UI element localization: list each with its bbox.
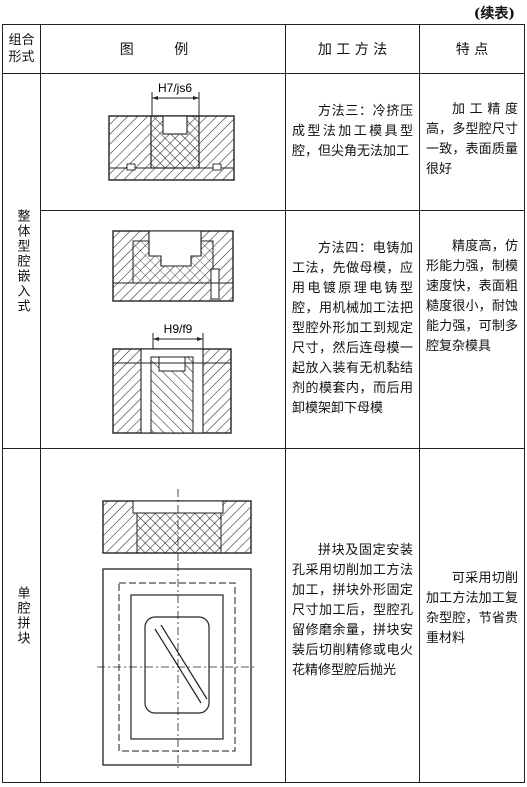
group-single: 单腔拼块: [2, 448, 41, 783]
table-row: 单腔拼块 拼块及固定安装孔采用切削加工方法加工，拼块外形固定尺寸加工: [2, 448, 525, 783]
figure-split-block: [40, 448, 286, 783]
fit-label: H9/f9: [164, 322, 193, 336]
header-form: 组合形式: [2, 24, 41, 74]
table-row: 整体型腔嵌入式 H7/js6 方法三：冷挤压成型法加: [2, 73, 525, 449]
figure-electroforming: H9/f9: [40, 210, 286, 449]
header-figure: 图 例: [40, 24, 286, 74]
header-method: 加 工 方 法: [285, 24, 420, 74]
figure-cold-extrusion: H7/js6: [40, 73, 286, 211]
header-row: 组合形式 图 例 加 工 方 法 特 点: [2, 24, 525, 74]
table-row: H9/f9 方法四：电铸加工法，先做母模，应用电镀原理电铸型腔，用机械加工法把型…: [3, 210, 525, 449]
mold-cavity-table: 组合形式 图 例 加 工 方 法 特 点 整体型腔嵌入式 H7/js6: [2, 24, 525, 783]
feature-split-block: 可采用切削加工方法加工复杂型腔，节省贵重材料: [419, 448, 525, 783]
fit-label: H7/js6: [158, 81, 192, 95]
method-split-block: 拼块及固定安装孔采用切削加工方法加工，拼块外形固定尺寸加工后，型腔孔留修磨余量，…: [285, 448, 420, 783]
feature-cold-extrusion: 加工精度高，多型腔尺寸一致，表面质量很好: [419, 73, 525, 211]
header-feature: 特 点: [419, 24, 525, 74]
feature-electroforming: 精度高，仿形能力强，制模速度快，表面粗糙度很小，耐蚀能力强，可制多腔复杂模具: [419, 210, 525, 449]
method-electroforming: 方法四：电铸加工法，先做母模，应用电镀原理电铸型腔，用机械加工法把型腔外形加工到…: [285, 210, 420, 449]
continued-label: (续表): [473, 6, 515, 22]
group-integral: 整体型腔嵌入式: [2, 73, 41, 449]
method-cold-extrusion: 方法三：冷挤压成型法加工模具型腔，但尖角无法加工: [285, 73, 420, 211]
